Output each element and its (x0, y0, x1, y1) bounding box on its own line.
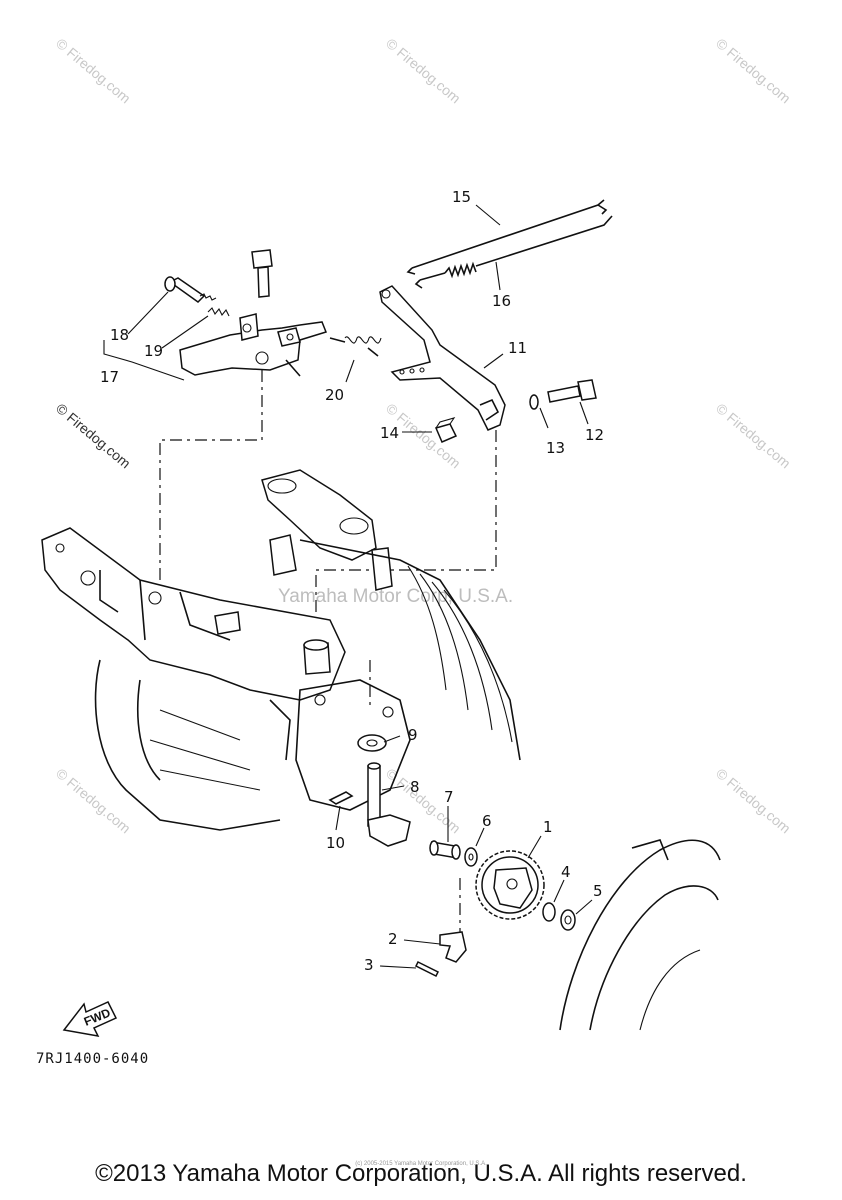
clip-2[interactable] (439, 931, 467, 963)
callout-14: 14 (380, 424, 399, 442)
frame-bracket (41, 469, 393, 701)
shaft-7[interactable] (429, 840, 461, 860)
callout-labels: 1 2 3 4 5 6 7 8 9 10 11 12 13 14 15 16 1… (100, 188, 604, 974)
callout-17: 17 (100, 368, 119, 386)
watermark: © Firedog.com (713, 35, 794, 106)
governor-shaft-8[interactable] (367, 762, 411, 847)
washer-4[interactable] (542, 902, 556, 922)
callout-18: 18 (110, 326, 129, 344)
spring-19[interactable] (207, 307, 230, 317)
nut-14[interactable] (434, 417, 458, 443)
callout-15: 15 (452, 188, 471, 206)
callout-1: 1 (543, 818, 553, 836)
fwd-arrow-icon: FWD (62, 1001, 118, 1037)
nut-5[interactable] (560, 909, 576, 931)
spring-20[interactable] (329, 336, 382, 357)
callout-11: 11 (508, 339, 527, 357)
watermark: © Firedog.com (53, 765, 134, 836)
throttle-lever-11[interactable] (379, 285, 506, 431)
callout-16: 16 (492, 292, 511, 310)
crankcase (94, 539, 521, 831)
bolt-12[interactable] (547, 379, 597, 403)
watermark: © Firedog.com (383, 35, 464, 106)
watermark: © Firedog.com (53, 35, 134, 106)
callout-4: 4 (561, 863, 571, 881)
watermark-layer: © Firedog.com © Firedog.com © Firedog.co… (53, 35, 794, 836)
right-housing (559, 839, 721, 1031)
callout-3: 3 (364, 956, 374, 974)
callout-6: 6 (482, 812, 492, 830)
governor-bracket-17[interactable] (179, 313, 327, 377)
callout-5: 5 (593, 882, 603, 900)
callout-9: 9 (408, 726, 418, 744)
callout-10: 10 (326, 834, 345, 852)
bolt-vertical[interactable] (251, 249, 273, 298)
cable-15[interactable] (406, 199, 608, 275)
watermark: © Firedog.com (713, 765, 794, 836)
callout-2: 2 (388, 930, 398, 948)
callout-leaders (103, 204, 593, 969)
callout-20: 20 (325, 386, 344, 404)
pin-3[interactable] (414, 960, 440, 978)
washer-13[interactable] (529, 394, 539, 410)
callout-8: 8 (410, 778, 420, 796)
callout-13: 13 (546, 439, 565, 457)
callout-12: 12 (585, 426, 604, 444)
washer-9[interactable] (357, 734, 387, 752)
copyright-footer: ©2013 Yamaha Motor Corporation, U.S.A. A… (95, 1160, 747, 1187)
callout-7: 7 (444, 788, 454, 806)
clip-pin-10[interactable] (328, 791, 354, 805)
tiny-copyright: (c) 2005-2015 Yamaha Motor Corporation, … (355, 1161, 487, 1167)
callout-19: 19 (144, 342, 163, 360)
washer-6[interactable] (464, 847, 478, 867)
watermark: © Firedog.com (713, 400, 794, 471)
governor-gear-1[interactable] (475, 850, 545, 920)
bolt-18[interactable] (164, 276, 217, 303)
watermark: © Firedog.com (53, 400, 134, 471)
spring-rod-16[interactable] (414, 215, 613, 289)
diagram-code: 7RJ1400-6040 (36, 1051, 149, 1067)
center-watermark: Yamaha Motor Corp, U.S.A. (278, 586, 513, 607)
